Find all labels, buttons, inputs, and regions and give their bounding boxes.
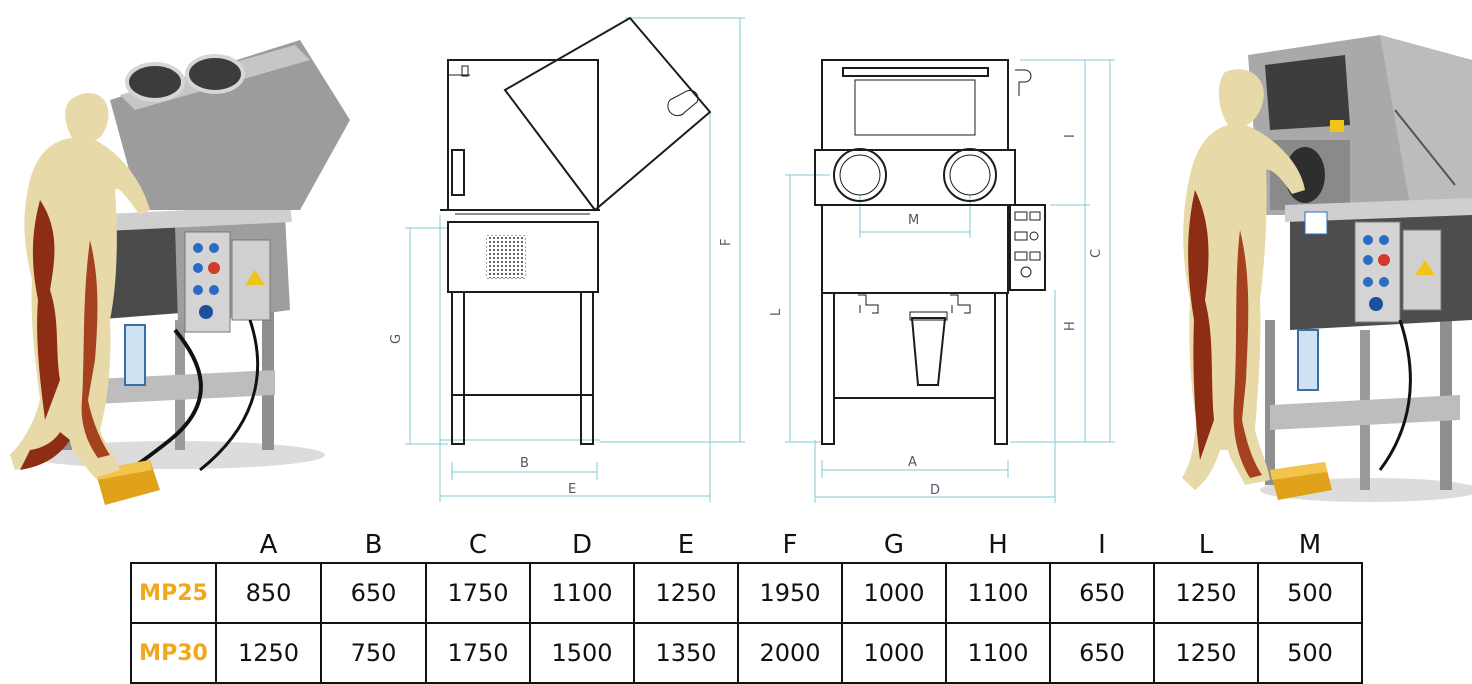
left-photo	[10, 40, 350, 505]
diagram-svg: B E G F	[10, 16, 1472, 505]
col-header: F	[782, 530, 798, 560]
spec-table: A B C D E F G H I L M MP25 850 650 1750 …	[130, 528, 1363, 684]
table-row: MP30 1250 750 1750 1500 1350 2000 1000 1…	[130, 622, 1363, 684]
table-cell: 1250	[1153, 622, 1259, 684]
table-cell: 1100	[529, 562, 635, 624]
table-cell: 500	[1257, 562, 1363, 624]
col-header: B	[364, 530, 383, 560]
right-photo	[1182, 35, 1472, 502]
table-cell: 2000	[737, 622, 843, 684]
dim-label-E: E	[568, 482, 576, 497]
dim-label-C: C	[1089, 249, 1104, 258]
dim-label-G: G	[389, 334, 404, 344]
table-cell: 1500	[529, 622, 635, 684]
table-cell: 650	[1049, 562, 1155, 624]
model-name: MP30	[130, 622, 217, 684]
table-cell: 750	[320, 622, 427, 684]
dim-label-L: L	[769, 308, 784, 316]
col-header: D	[571, 530, 593, 560]
col-header: C	[468, 530, 488, 560]
table-cell: 500	[1257, 622, 1363, 684]
col-header: E	[677, 530, 695, 560]
table-cell: 1950	[737, 562, 843, 624]
table-cell: 1250	[633, 562, 739, 624]
table-cell: 650	[320, 562, 427, 624]
dim-label-M: M	[908, 213, 919, 228]
col-header: L	[1198, 530, 1214, 560]
table-cell: 1750	[425, 562, 531, 624]
table-cell: 650	[1049, 622, 1155, 684]
table-row: MP25 850 650 1750 1100 1250 1950 1000 11…	[130, 562, 1363, 624]
table-cell: 1000	[841, 562, 947, 624]
table-cell: 1350	[633, 622, 739, 684]
model-name: MP25	[130, 562, 217, 624]
col-header: H	[988, 530, 1008, 560]
table-cell: 1250	[1153, 562, 1259, 624]
col-header: M	[1298, 530, 1322, 560]
table-header-row: A B C D E F G H I L M	[131, 528, 1362, 563]
table-cell: 1000	[841, 622, 947, 684]
dim-label-I: I	[1063, 134, 1078, 138]
table-corner	[131, 528, 216, 563]
dim-label-B: B	[520, 456, 529, 471]
dim-label-A: A	[908, 455, 917, 470]
col-header: A	[259, 530, 278, 560]
table-cell: 1100	[945, 622, 1051, 684]
col-header: G	[883, 530, 905, 560]
dim-label-D: D	[930, 483, 940, 498]
dim-label-F: F	[719, 239, 734, 246]
table-cell: 1750	[425, 622, 531, 684]
dim-label-H: H	[1063, 321, 1078, 331]
side-view-drawing: B E G F	[389, 16, 745, 502]
col-header: I	[1098, 530, 1106, 560]
table-cell: 1100	[945, 562, 1051, 624]
front-view-drawing: M A D I C H L	[769, 59, 1115, 503]
table-cell: 1250	[215, 622, 322, 684]
diagram-stage: B E G F	[10, 16, 1472, 505]
table-cell: 850	[215, 562, 322, 624]
